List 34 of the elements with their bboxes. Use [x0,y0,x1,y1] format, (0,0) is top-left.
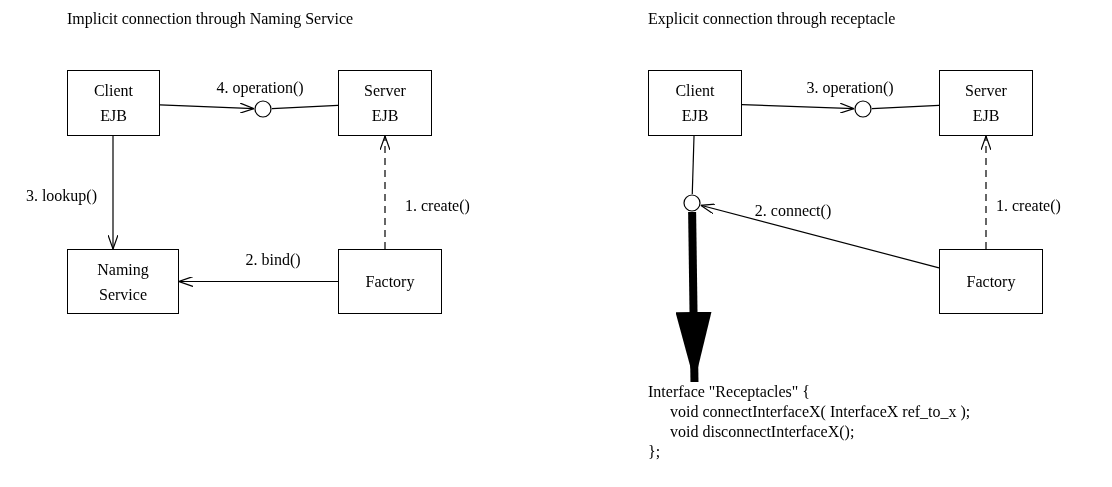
connector-line [271,104,339,110]
edge-label: 1. create() [405,197,470,215]
edge-label: 1. create() [996,197,1061,215]
component-box: Server EJB [939,70,1033,136]
diagram-heading: Explicit connection through receptacle [648,10,896,28]
thick-arrow [675,211,712,383]
component-box: Factory [939,249,1043,314]
interface-circle [854,100,872,118]
component-box: Naming Service [67,249,179,314]
arrow [700,203,940,269]
component-box: Client EJB [648,70,742,136]
code-line: }; [648,442,661,462]
interface-circle [683,194,701,212]
edge-label: 3. operation() [806,79,894,97]
component-box: Client EJB [67,70,160,136]
arrow [379,135,391,250]
connector-line [691,135,695,195]
edge-label: 4. operation() [216,79,304,97]
arrow [980,135,992,250]
code-line: void disconnectInterfaceX(); [669,422,855,442]
diagram-heading: Implicit connection through Naming Service [67,10,354,28]
arrow [741,102,855,114]
connector-line [871,104,940,110]
component-box: Factory [338,249,442,314]
edge-label: 3. lookup() [25,187,97,205]
arrow [178,275,339,288]
code-line: void connectInterfaceX( InterfaceX ref_to_x ); [669,402,971,422]
arrow [107,135,119,250]
edge-label: 2. connect() [754,202,832,220]
interface-circle [254,100,272,118]
component-box: Server EJB [338,70,432,136]
edge-label: 2. bind() [245,251,301,269]
code-line: Interface "Receptacles" { [648,382,810,402]
arrow [159,102,255,114]
